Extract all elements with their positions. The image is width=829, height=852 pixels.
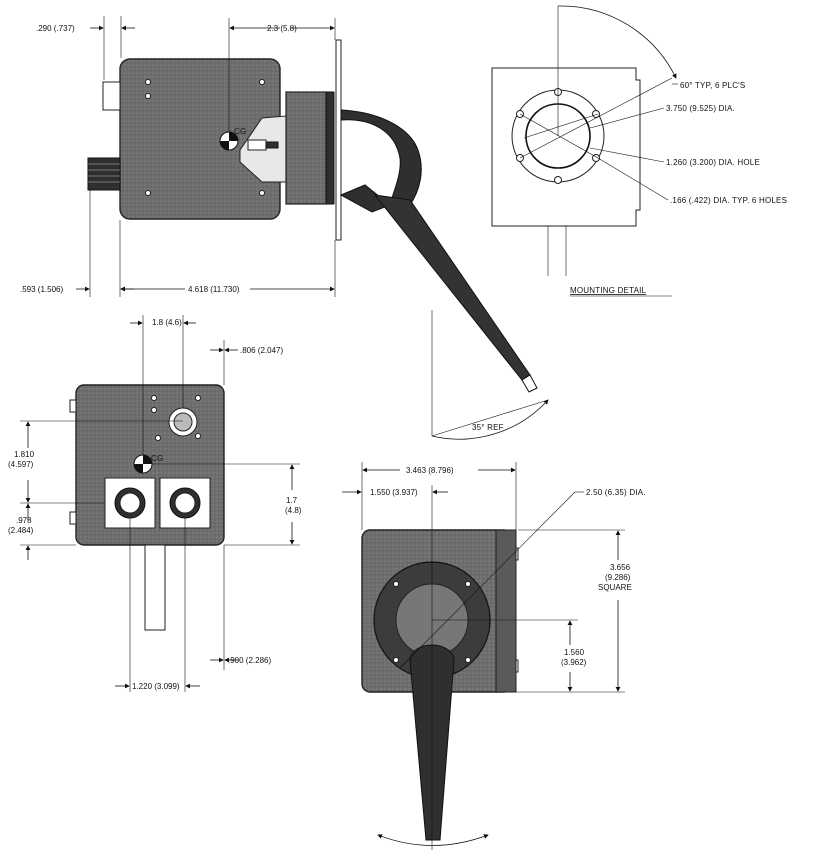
mounting-hole-icon (592, 154, 600, 162)
screw-icon (145, 190, 151, 196)
screw-icon (465, 581, 471, 587)
front-view-dim-left-upper: 1.810 (4.597) (8, 450, 36, 469)
side-view-dim-top-left: .290 (.737) (36, 24, 75, 33)
screw-icon (393, 581, 399, 587)
callout-hole: 1.260 (3.200) DIA. HOLE (666, 158, 760, 167)
screw-icon (151, 395, 157, 401)
bottom-view-dim-top-overall: 3.463 (8.796) (406, 466, 454, 475)
front-view-cg-label: CG (151, 454, 163, 463)
bottom-view: 3.463 (8.796) 1.550 (3.937) 2.50 (6.35) … (342, 462, 646, 850)
front-view-dim-top-right: .806 (2.047) (240, 346, 283, 355)
angle-label: 35° REF (472, 423, 504, 432)
bottom-view-dim-dia: 2.50 (6.35) DIA. (586, 488, 646, 497)
screw-icon (155, 435, 161, 441)
angle-detail: 35° REF (431, 310, 549, 440)
front-view-stick (144, 544, 166, 631)
mounting-hole-icon (592, 110, 600, 118)
front-view-dim-left-lower: .978 (2.484) (8, 516, 34, 535)
front-view: CG 1.8 (4.6) .806 (2.047) 1.810 (4.597) (8, 315, 302, 692)
front-view-dim-bottom: 1.220 (3.099) (132, 682, 180, 691)
screw-icon (195, 433, 201, 439)
mounting-detail: 60° TYP, 6 PLC'S 3.750 (9.525) DIA. 1.26… (491, 5, 787, 297)
bottom-view-inner-1: 1.560 (564, 648, 585, 657)
side-view-dim-top-right: 2.3 (5.8) (267, 24, 297, 33)
screw-icon (465, 657, 471, 663)
callout-angle: 60° TYP, 6 PLC'S (680, 81, 745, 90)
screw-icon (259, 190, 265, 196)
side-view-cg-label: CG (234, 127, 246, 136)
screw-icon (145, 93, 151, 99)
screw-icon (151, 407, 157, 413)
side-view-dim-bottom-overall: 4.618 (11.730) (188, 285, 240, 294)
callout-holes: .166 (.422) DIA. TYP. 6 HOLES (670, 196, 787, 205)
cg-icon (133, 454, 153, 474)
side-view-mount-plate (335, 39, 342, 241)
screw-icon (145, 79, 151, 85)
front-view-dim-top: 1.8 (4.6) (152, 318, 182, 327)
screw-icon (259, 79, 265, 85)
side-view-flange-block (285, 91, 327, 205)
bottom-view-inner-2: (3.962) (561, 658, 587, 667)
bottom-view-square-3: SQUARE (598, 583, 632, 592)
cg-icon (219, 131, 239, 151)
screw-icon (195, 395, 201, 401)
side-view-left-nub (102, 81, 121, 111)
bottom-view-square-1: 3.656 (610, 563, 631, 572)
callout-bolt-circle: 3.750 (9.525) DIA. (666, 104, 735, 113)
mounting-hole-icon (554, 176, 562, 184)
screw-icon (393, 657, 399, 663)
bottom-view-square-2: (9.286) (605, 573, 631, 582)
side-view: CG .290 (.737) 2.3 (5.8) .593 (1.506) (20, 16, 538, 393)
side-view-dim-bottom-left: .593 (1.506) (20, 285, 63, 294)
front-view-dim-right: 1.7 (4.8) (285, 496, 302, 515)
mounting-detail-title: MOUNTING DETAIL (570, 286, 647, 295)
front-view-dim-bottom-right: .900 (2.286) (228, 656, 271, 665)
bottom-view-dim-top-left: 1.550 (3.937) (370, 488, 418, 497)
side-view-connector (87, 157, 121, 191)
